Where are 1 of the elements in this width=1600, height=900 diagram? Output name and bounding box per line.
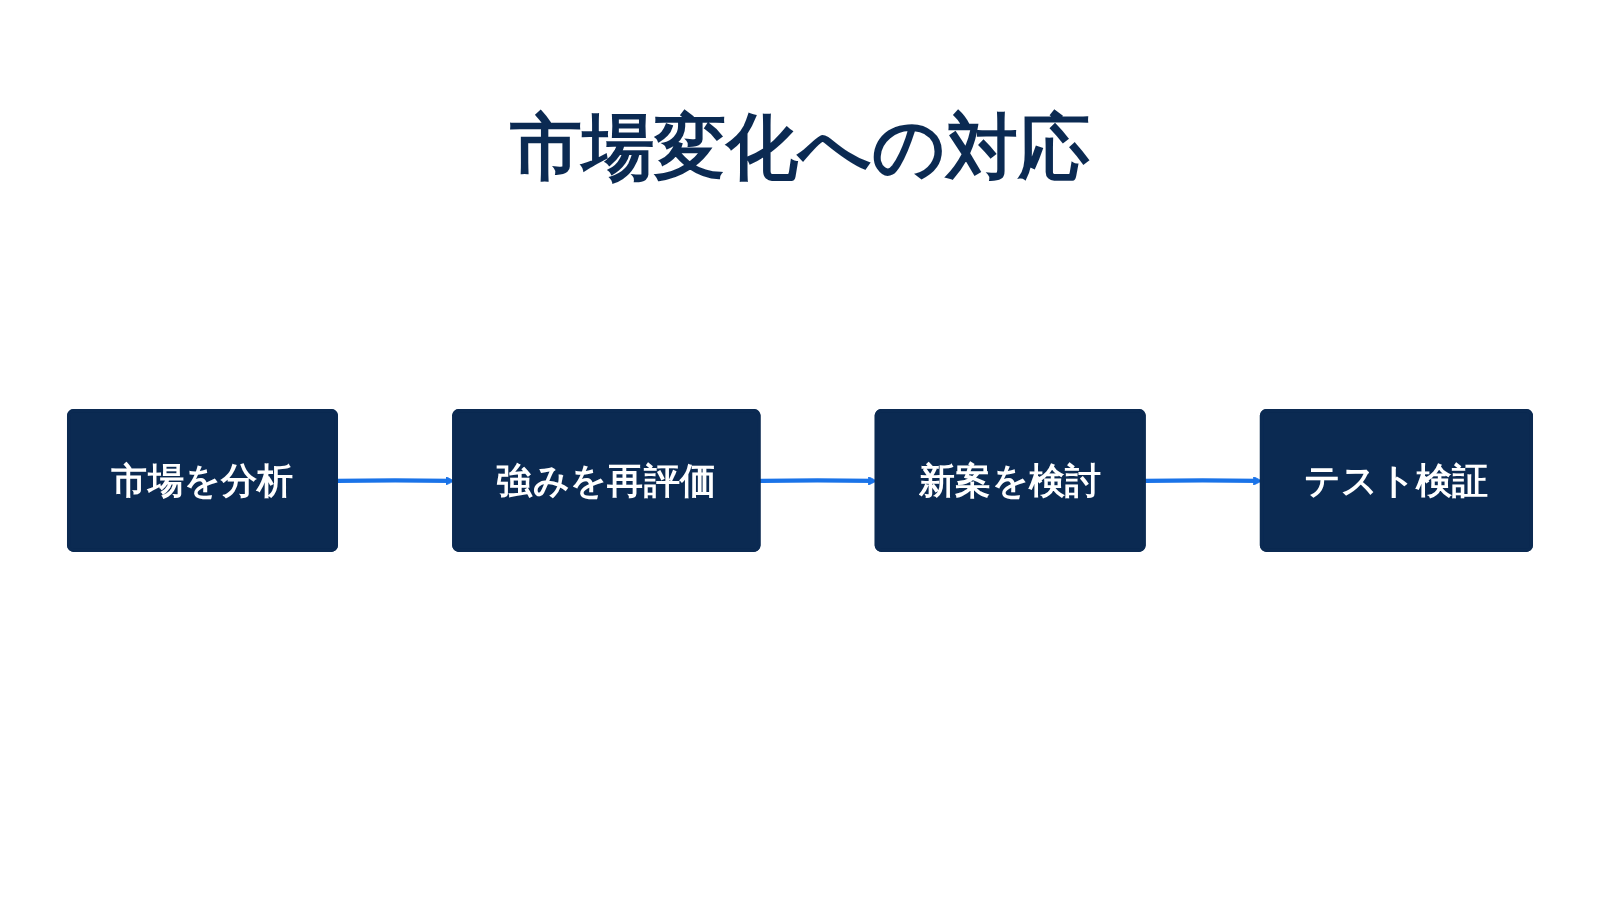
title: 市場変化への対応 bbox=[510, 104, 1090, 191]
